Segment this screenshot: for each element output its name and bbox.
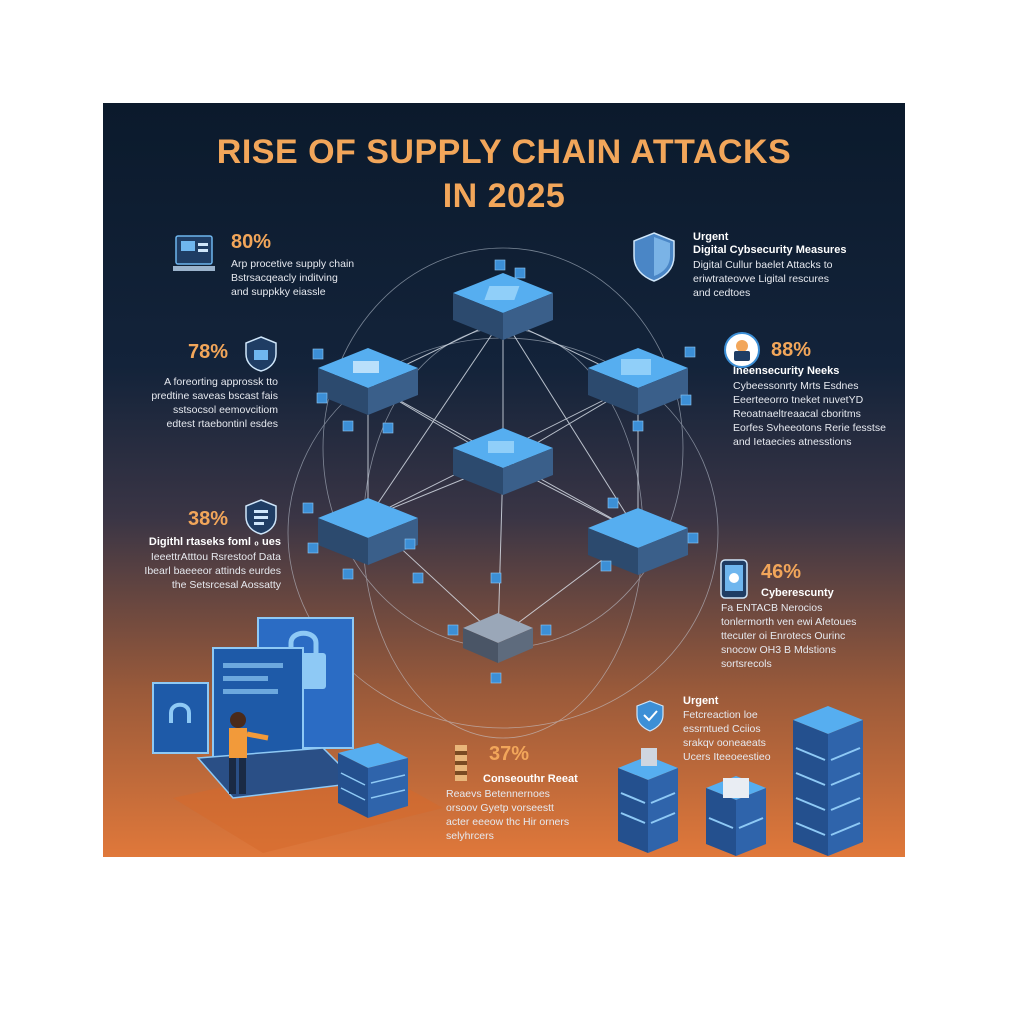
- text-88: Cybeessonrty Mrts Esdnes Eeerteeorro tne…: [733, 380, 886, 448]
- stat-88: 88%: [771, 339, 812, 361]
- stat-80: 80%: [231, 231, 272, 253]
- network-cube-icon: [588, 348, 688, 415]
- text-38: Ieeettr‍Att‍t‍ou R‍srestoof Data Ibearl …: [144, 551, 281, 591]
- heading-digital-cyber: Digital Cybsecurity Measures: [693, 244, 847, 256]
- shield-lock-icon: [245, 336, 277, 372]
- server-rack-icon: [793, 706, 863, 856]
- network-cube-icon: [453, 428, 553, 495]
- laptop-chart-icon: [173, 235, 215, 271]
- barrier-icon: [455, 745, 467, 781]
- heading-urgent-2: Urgent: [683, 695, 719, 707]
- network-cube-icon: [453, 273, 553, 340]
- infographic-poster: RISE OF SUPPLY CHAIN ATTACKS IN 2025: [103, 103, 905, 857]
- person-icon: [229, 712, 269, 794]
- text-78: A foreorting approssk tt‍o predtine save…: [151, 376, 278, 430]
- stat-46: 46%: [761, 561, 802, 583]
- user-lock-icon: [724, 332, 760, 368]
- network-hub-icon: [463, 613, 533, 663]
- server-rack-icon: [338, 743, 408, 818]
- heading-88: Ineensecurity Neeks: [733, 365, 840, 377]
- network-cube-icon: [318, 498, 418, 565]
- heading-urgent: Urgent: [693, 231, 729, 243]
- stat-78: 78%: [188, 341, 229, 363]
- shield-check-icon: [636, 700, 664, 732]
- server-rack-icon: [618, 748, 678, 853]
- text-urgent-2: Fetcreaction loe essrntued Cciios srakqv…: [683, 709, 771, 763]
- server-rack-icon: [706, 776, 766, 856]
- small-node-icons: [302, 259, 699, 684]
- network-cube-icon: [588, 508, 688, 575]
- shield-icon: [633, 232, 675, 282]
- heading-37: Conseouth‍r Reeat: [483, 773, 578, 785]
- title-line-1: RISE OF SUPPLY CHAIN ATTACKS: [216, 133, 792, 171]
- network-cube-icon: [318, 348, 418, 415]
- title-line-2: IN 2025: [442, 177, 566, 215]
- text-46: Fa ENTAC‍B Nerocios tonlermorth ven ewi …: [721, 602, 857, 670]
- mobile-security-icon: [720, 559, 748, 599]
- text-37: Reaevs Betennernoes orsoov Gyet‍p vorsee…: [446, 788, 570, 842]
- text-80: Ar‍p proceti‍ve s‍upply chain Bstrsacqea…: [231, 258, 355, 298]
- workstation-illustration: [152, 617, 443, 853]
- text-urgent: Digital Cullur baelet Attacks to eriwtra…: [693, 259, 833, 299]
- stat-38: 38%: [188, 508, 229, 530]
- heading-38: Digithl rtaseks foml ₀ ues: [148, 536, 281, 548]
- document-shield-icon: [245, 499, 277, 535]
- heading-46: Cyberescunty: [761, 587, 834, 599]
- stat-37: 37%: [489, 743, 530, 765]
